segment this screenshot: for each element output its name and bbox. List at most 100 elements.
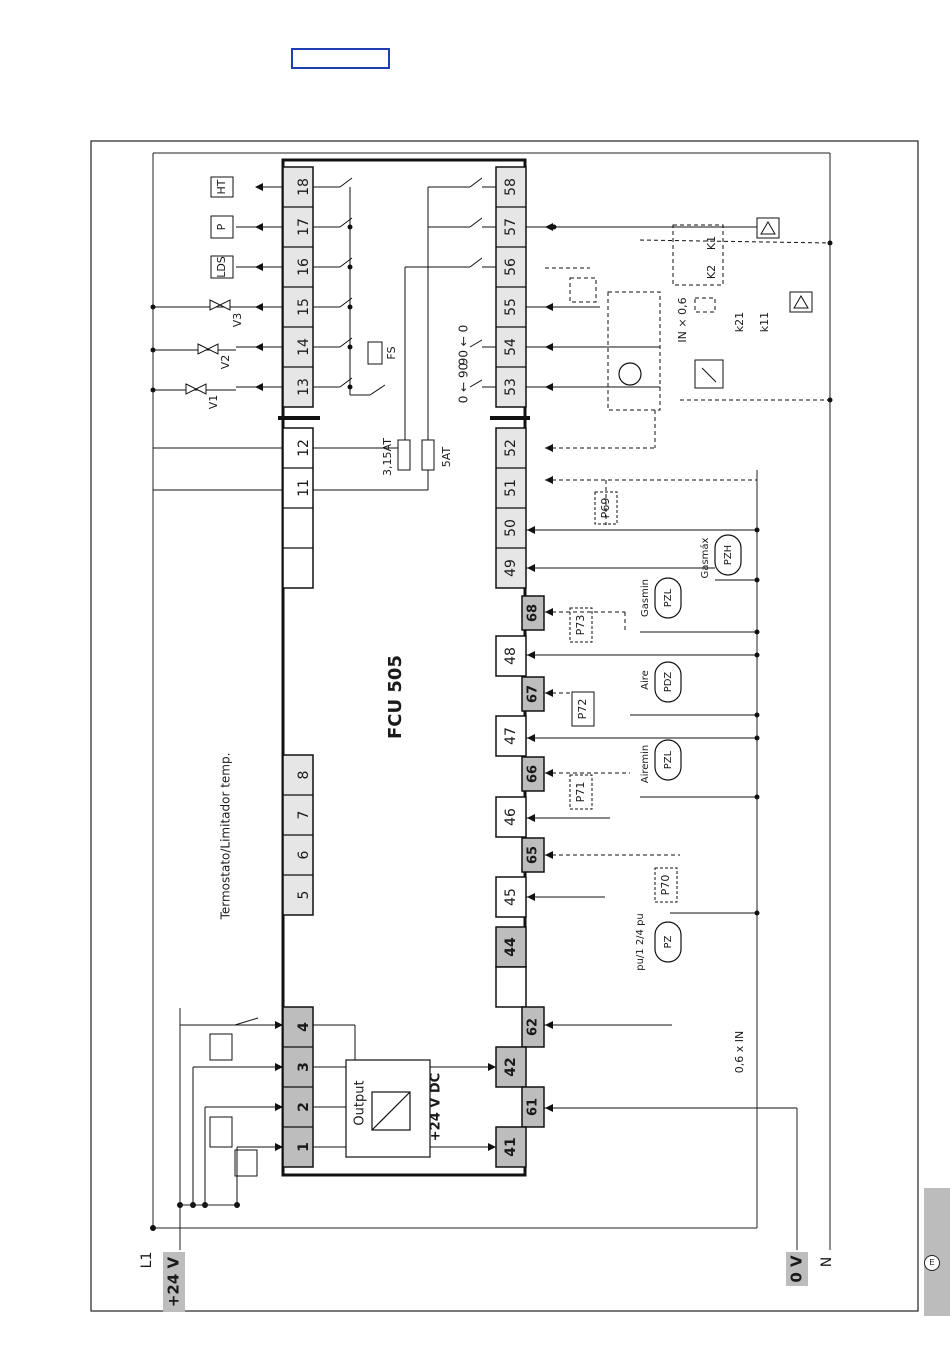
warning-box-1 xyxy=(756,217,780,239)
terminal-52-label: 52 xyxy=(503,439,519,457)
terminal-47-label: 47 xyxy=(503,727,519,745)
terminal-49-label: 49 xyxy=(503,559,519,577)
pz-label: PZ xyxy=(663,935,674,948)
terminal-4-label: 4 xyxy=(296,1022,312,1032)
k11-label: k11 xyxy=(758,312,771,332)
terminal-48-label: 48 xyxy=(503,647,519,665)
terminal-1-label: 1 xyxy=(296,1142,312,1152)
terminal-7-label: 7 xyxy=(296,811,312,820)
flame-box-icon xyxy=(209,1033,233,1061)
thermostat-label: Termostato/Limitador temp. xyxy=(219,753,233,921)
lds-label: LDS xyxy=(215,256,228,278)
pzl-gas-label: PZL xyxy=(663,588,674,607)
gas-max-label: Gasmáx xyxy=(699,537,711,578)
terminal-12-label: 12 xyxy=(296,439,312,457)
terminal-50-label: 50 xyxy=(503,519,519,537)
terminal-41-label: 41 xyxy=(503,1137,519,1156)
pzl-aire-label: PZL xyxy=(663,750,674,769)
aire-label: Aire xyxy=(640,670,651,690)
terminal-56-label: 56 xyxy=(503,258,519,276)
warning-box-2 xyxy=(789,291,813,313)
terminal-66-label: 66 xyxy=(526,765,541,783)
pzh-label: PZH xyxy=(723,545,734,565)
plus24-label: +24 V xyxy=(165,1256,183,1307)
terminal-8-label: 8 xyxy=(296,771,312,780)
pu-formula-label: pu/1 2/4 pu xyxy=(635,913,646,971)
side-language-tab xyxy=(924,1188,950,1316)
terminal-46-label: 46 xyxy=(503,808,519,826)
terminal-14-label: 14 xyxy=(296,338,312,356)
p69-label: P69 xyxy=(599,498,612,519)
fuse-5at-label: 5AT xyxy=(440,447,453,468)
terminal-5-label: 5 xyxy=(296,891,312,900)
terminal-61-label: 61 xyxy=(526,1098,541,1116)
k21-label: k21 xyxy=(733,312,746,332)
p73-label: P73 xyxy=(574,615,587,636)
v2-label: V2 xyxy=(219,355,232,370)
terminal-68-label: 68 xyxy=(526,604,541,622)
zero-v-label: 0 V xyxy=(788,1255,806,1283)
flap-position-54: 90 ← 0 xyxy=(457,325,471,366)
terminal-55-label: 55 xyxy=(503,298,519,316)
valve-icons xyxy=(185,299,231,395)
flap-position-53: 0 ← 90 xyxy=(457,363,471,404)
terminal-13-label: 13 xyxy=(296,378,312,396)
warning-icon-2 xyxy=(793,295,809,309)
terminal-53-label: 53 xyxy=(503,378,519,396)
pz-switch xyxy=(654,921,682,963)
p72-label: P72 xyxy=(576,699,589,720)
p69-box xyxy=(594,491,618,525)
terminal-65-label: 65 xyxy=(526,846,541,864)
fuse-315at xyxy=(397,439,411,471)
gas-min-label: Gasmin xyxy=(640,579,651,617)
fuse-315at-label: 3,15AT xyxy=(381,438,394,476)
k2-label: K2 xyxy=(705,265,718,279)
terminal-58-label: 58 xyxy=(503,178,519,196)
terminal-3-label: 3 xyxy=(296,1062,312,1072)
p72-box xyxy=(571,691,595,727)
terminal-2-label: 2 xyxy=(296,1102,312,1112)
terminal-54-label: 54 xyxy=(503,338,519,356)
language-badge: E xyxy=(924,1255,940,1271)
plus24-bg xyxy=(163,1252,185,1312)
terminal-15-label: 15 xyxy=(296,298,312,316)
fs-relay xyxy=(367,341,383,365)
terminal-6-label: 6 xyxy=(296,850,312,859)
relay-current-label: IN × 0,6 xyxy=(676,297,689,342)
p-label: P xyxy=(215,223,228,230)
zero-v-bg xyxy=(786,1252,808,1286)
terminal-45-label: 45 xyxy=(503,888,519,906)
terminal-57-label: 57 xyxy=(503,218,519,236)
current-note-label: 0,6 x IN xyxy=(733,1031,746,1073)
k1-label: K1 xyxy=(705,236,718,250)
terminal-strip-right-bottom xyxy=(495,1006,545,1168)
terminal-62-label: 62 xyxy=(526,1018,541,1036)
p71-box xyxy=(569,774,593,810)
v3-label: V3 xyxy=(231,313,244,328)
ht-label: HT xyxy=(215,179,228,194)
pzl-aire-switch xyxy=(654,739,682,781)
terminal-42-label: 42 xyxy=(503,1057,519,1076)
p70-label: P70 xyxy=(659,875,672,896)
temp-sensor-icon xyxy=(234,1149,258,1177)
terminal-67-label: 67 xyxy=(526,685,541,703)
l1-label: L1 xyxy=(139,1252,155,1269)
header-blue-frame xyxy=(291,48,390,69)
terminal-51-label: 51 xyxy=(503,479,519,497)
ht-box xyxy=(210,176,234,198)
pzl-gas-switch xyxy=(654,577,682,619)
terminal-11-label: 11 xyxy=(296,479,312,497)
pzh-switch xyxy=(714,534,742,576)
pdz-label: PDZ xyxy=(663,672,674,693)
p73-box xyxy=(569,607,593,643)
position-sensor xyxy=(694,359,724,389)
p-box xyxy=(210,215,234,239)
fs-label: FS xyxy=(385,346,398,359)
motor-symbol xyxy=(618,362,642,386)
terminal-17-label: 17 xyxy=(296,218,312,236)
terminal-18-label: 18 xyxy=(296,178,312,196)
terminal-16-label: 16 xyxy=(296,258,312,276)
pdz-switch xyxy=(654,661,682,703)
v1-label: V1 xyxy=(207,395,220,410)
